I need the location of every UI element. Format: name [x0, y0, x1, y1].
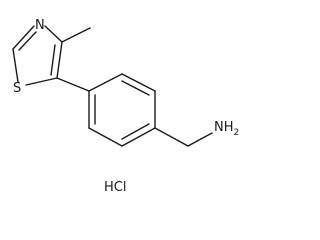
bond-s1-c5 [25, 77, 58, 86]
bond-b1-b2 [88, 73, 123, 92]
bond-n-c2 [12, 25, 35, 50]
thiazole-ring [12, 25, 63, 86]
bond-ch2-n [187, 132, 213, 147]
bond-b2-b3 [121, 73, 156, 92]
salt-label: HCl [104, 180, 126, 195]
amine-nh: NH [214, 120, 234, 135]
bond-b5-b6 [88, 127, 123, 147]
bond-c2-s1 [12, 48, 19, 83]
nitrogen-label: N [35, 18, 45, 33]
bond-c4-n3 [44, 25, 63, 43]
bond-c4-c5-double [50, 44, 56, 76]
sulfur-label: S [13, 81, 21, 96]
benzene-ring [88, 73, 156, 147]
bond-ring-ch2 [154, 127, 189, 147]
bond-c2-n3-double [18, 31, 37, 51]
bond-methyl [61, 27, 91, 43]
bond-thiazole-phenyl [56, 77, 90, 92]
amine-subscript: 2 [234, 128, 240, 138]
bond-b4-b5 [121, 127, 156, 147]
amine-label: NH2 [214, 120, 239, 138]
bond-b4-b5-inner [121, 123, 150, 140]
bond-c5-c4 [56, 41, 63, 79]
bond-b2-b3-inner [121, 80, 150, 96]
structural-formula: N S NH2 HCl [12, 18, 239, 195]
